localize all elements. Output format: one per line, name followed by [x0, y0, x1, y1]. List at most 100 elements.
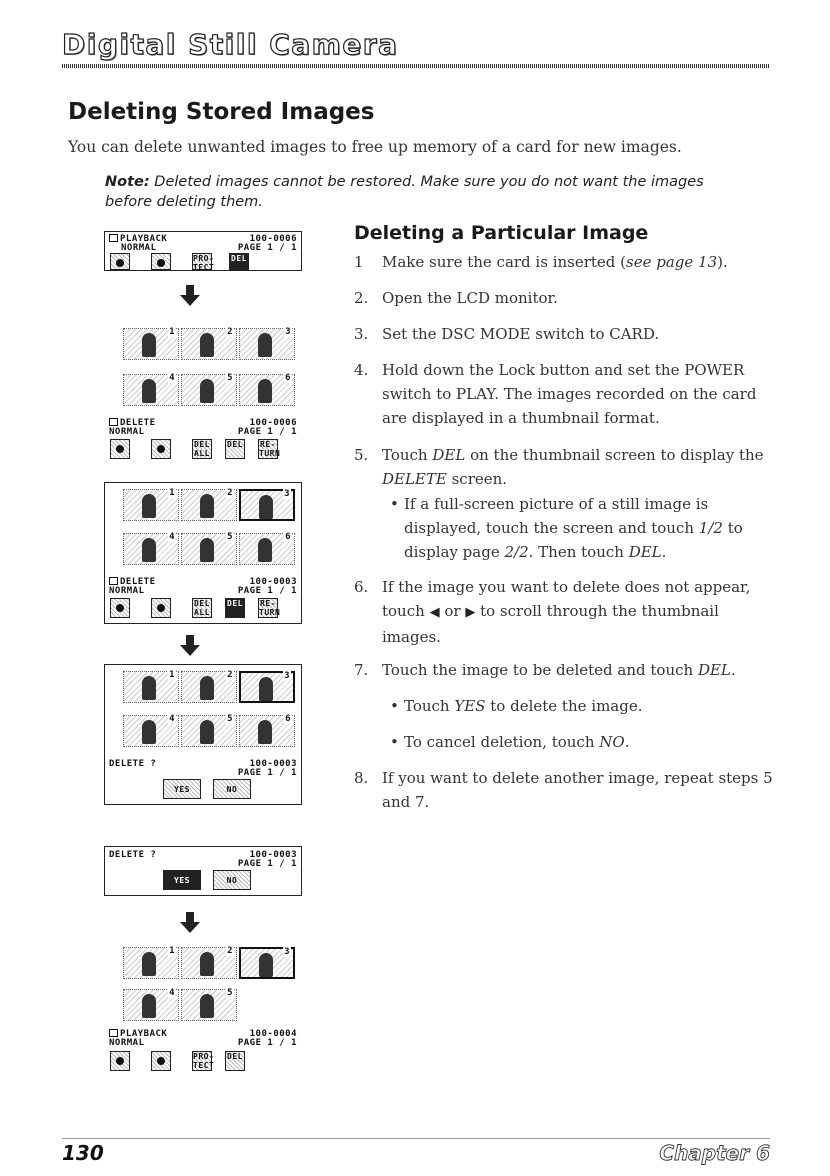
bullet-1: • If a full-screen picture of a still im…	[390, 492, 775, 564]
step-5: 5. Touch DEL on the thumbnail screen to …	[354, 443, 774, 491]
lcd-file-id: 100-0003	[249, 577, 297, 587]
thumbnail[interactable]: 3	[239, 327, 295, 360]
ui-term: DEL	[628, 543, 662, 561]
scroll-left-icon	[116, 445, 124, 453]
scroll-right-button[interactable]	[151, 253, 171, 270]
left-arrow-icon: ◀	[429, 605, 440, 620]
protect-button[interactable]: PRO-TECT	[192, 253, 215, 272]
lcd-file-id: 100-0006	[249, 418, 297, 428]
step-text: If a full-screen picture of a still imag…	[404, 495, 709, 537]
scroll-right-button[interactable]	[151, 1051, 171, 1071]
step-text: ).	[717, 253, 728, 271]
lcd-mode: PLAYBACK	[120, 1029, 168, 1039]
protect-button[interactable]: PRO-TECT	[192, 1051, 215, 1071]
thumbnail[interactable]: 5	[181, 373, 237, 406]
step-text: If you want to delete another image, rep…	[382, 769, 773, 811]
scroll-left-button[interactable]	[110, 439, 130, 459]
chapter-label: Chapter 6	[659, 1141, 771, 1166]
step-text: to delete the image.	[485, 697, 643, 715]
step-8: 8. If you want to delete another image, …	[354, 766, 774, 814]
thumbnail-selected[interactable]: 3	[239, 947, 295, 979]
del-button[interactable]: DEL	[225, 1051, 245, 1071]
lcd-page: PAGE 1 / 1	[237, 243, 297, 253]
ui-term: DEL	[432, 446, 466, 464]
scroll-left-button[interactable]	[110, 1051, 130, 1071]
lcd-mode: PLAYBACK	[120, 234, 168, 244]
yes-button[interactable]: YES	[163, 779, 201, 799]
thumbnail[interactable]: 4	[123, 532, 179, 565]
thumbnail[interactable]: 6	[239, 714, 295, 747]
yes-button[interactable]: YES	[163, 870, 201, 890]
note-text: Deleted images cannot be restored. Make …	[105, 174, 704, 210]
del-all-button[interactable]: DEL ALL	[192, 598, 212, 618]
step-text: Hold down the Lock button and set the PO…	[382, 361, 757, 427]
thumbnail[interactable]: 2	[181, 946, 237, 979]
scroll-right-button[interactable]	[151, 439, 171, 459]
scroll-right-button[interactable]	[151, 598, 171, 618]
del-button[interactable]: DEL	[225, 439, 245, 459]
card-icon	[109, 234, 118, 242]
no-button[interactable]: NO	[213, 779, 251, 799]
note: Note: Deleted images cannot be restored.…	[105, 172, 745, 212]
step-text: to display page	[404, 519, 743, 561]
card-icon	[109, 418, 118, 426]
lcd-confirm-yes-screen: DELETE ?100-0003 PAGE 1 / 1 YES NO	[104, 846, 302, 896]
lcd-confirm-screen: 1 2 3 4 5 6 DELETE ?100-0003 PAGE 1 / 1 …	[104, 664, 302, 805]
thumbnail[interactable]: 5	[181, 988, 237, 1021]
ui-term: NO	[599, 733, 625, 751]
scroll-left-button[interactable]	[110, 598, 130, 618]
step-text: Touch	[404, 697, 455, 715]
thumbnail[interactable]: 2	[181, 488, 237, 521]
step-text: To cancel deletion, touch	[404, 733, 600, 751]
step-text: screen.	[446, 470, 508, 488]
del-button[interactable]: DEL	[225, 598, 245, 618]
lcd-page: PAGE 1 / 1	[237, 859, 297, 869]
step-number: 5.	[354, 446, 369, 464]
ui-term: 1/2	[698, 519, 723, 537]
del-button[interactable]: DEL	[229, 253, 249, 270]
lcd-page: PAGE 1 / 1	[237, 768, 297, 778]
thumbnail[interactable]: 2	[181, 670, 237, 703]
scroll-left-icon	[116, 259, 124, 267]
step-text: Make sure the card is inserted (	[382, 253, 627, 271]
scroll-left-button[interactable]	[110, 253, 130, 270]
step-number: 6.	[354, 578, 369, 596]
no-button[interactable]: NO	[213, 870, 251, 890]
thumbnail[interactable]: 5	[181, 532, 237, 565]
thumbnail[interactable]: 1	[123, 488, 179, 521]
step-text: to scroll through the thumbnail images.	[382, 602, 719, 646]
thumbnail[interactable]: 4	[123, 714, 179, 747]
thumbnail[interactable]: 1	[123, 327, 179, 360]
header-rule	[62, 64, 770, 68]
step-number: 2.	[354, 289, 369, 307]
step-text: Touch	[382, 446, 433, 464]
scroll-right-icon	[157, 604, 165, 612]
return-button[interactable]: RE-TURN	[258, 439, 281, 459]
scroll-right-icon	[157, 445, 165, 453]
lcd-sub: NORMAL	[109, 1038, 145, 1048]
step-text: Touch the image to be deleted and touch	[382, 661, 698, 679]
lcd-file-id: 100-0003	[249, 759, 297, 769]
return-button[interactable]: RE-TURN	[258, 598, 281, 618]
thumbnail[interactable]: 2	[181, 327, 237, 360]
thumbnail[interactable]: 4	[123, 988, 179, 1021]
thumbnail-selected[interactable]: 3	[239, 489, 295, 521]
thumbnail[interactable]: 5	[181, 714, 237, 747]
lcd-file-id: 100-0006	[249, 234, 297, 244]
thumbnail-selected[interactable]: 3	[239, 671, 295, 703]
thumbnail[interactable]: 1	[123, 946, 179, 979]
lcd-page: PAGE 1 / 1	[237, 586, 297, 596]
section-title: Deleting Stored Images	[68, 99, 375, 125]
thumbnail[interactable]: 6	[239, 532, 295, 565]
thumbnail[interactable]: 6	[239, 373, 295, 406]
step-text: . Then touch	[528, 543, 629, 561]
scroll-left-icon	[116, 1057, 124, 1065]
del-all-button[interactable]: DEL ALL	[192, 439, 212, 459]
ui-term: DELETE	[382, 470, 447, 488]
thumbnail[interactable]: 1	[123, 670, 179, 703]
running-header: Digital Still Camera	[61, 27, 399, 61]
card-icon	[109, 577, 118, 585]
thumbnail[interactable]: 4	[123, 373, 179, 406]
